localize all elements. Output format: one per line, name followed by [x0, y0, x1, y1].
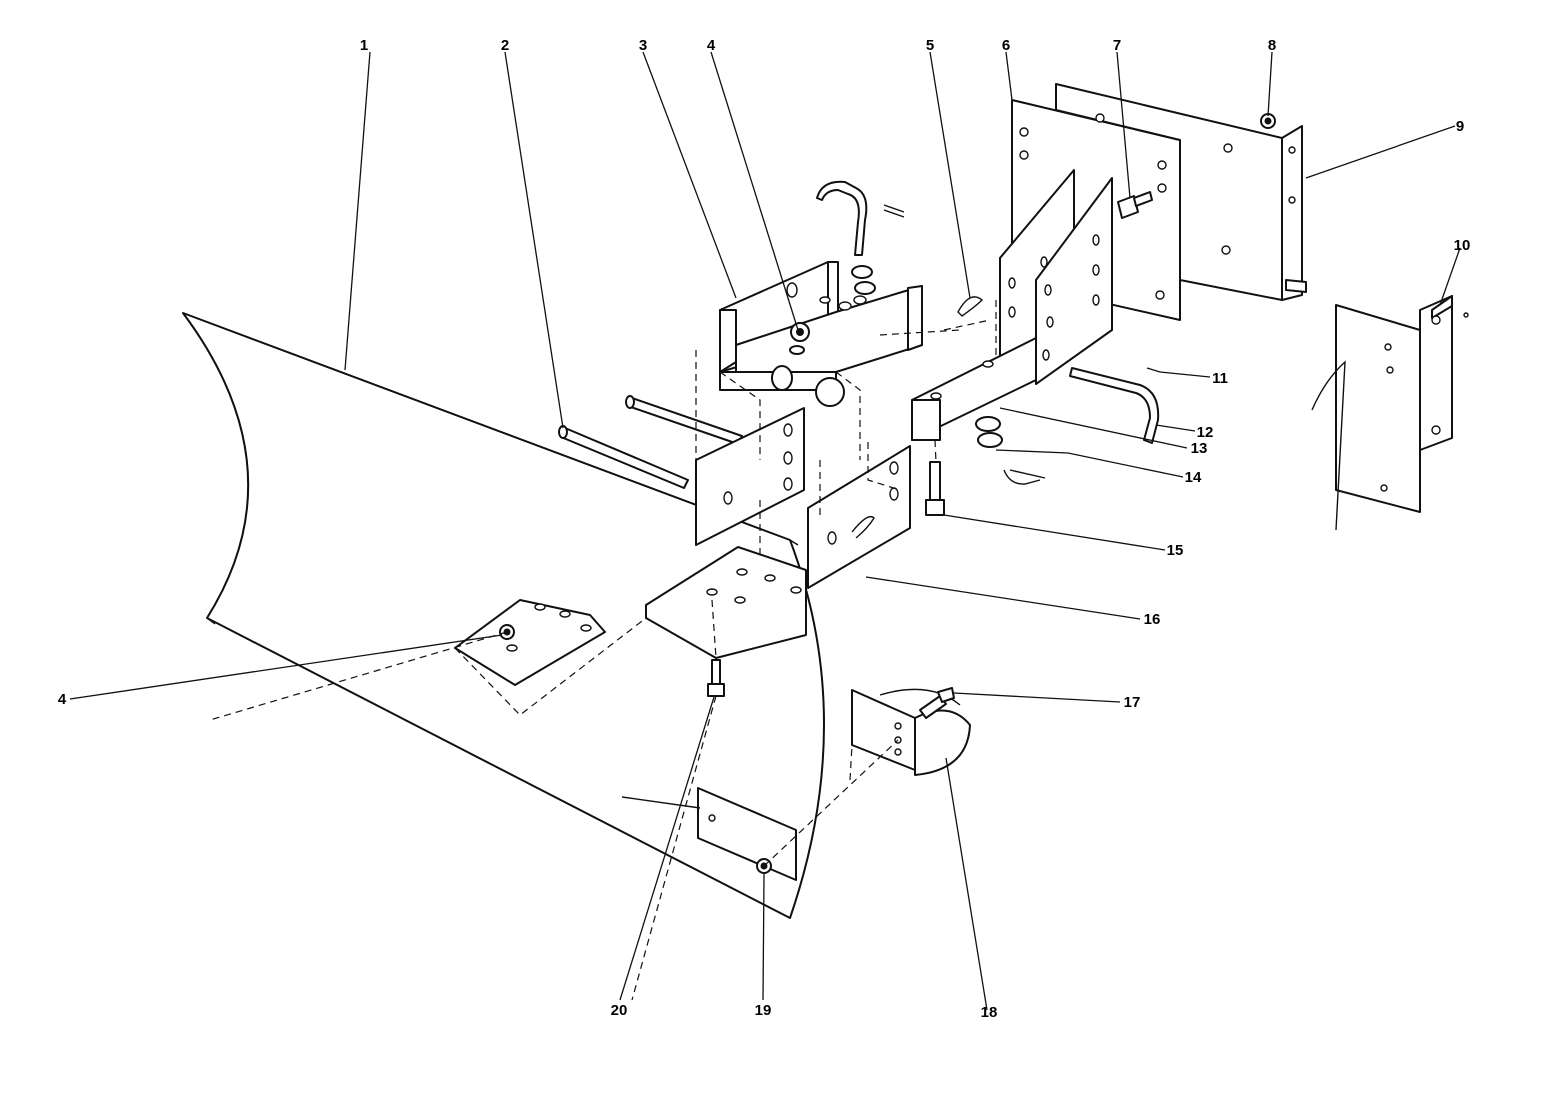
angle-bracket — [1055, 83, 1307, 301]
callout-10: 10 — [1454, 237, 1471, 254]
assembly-lines — [209, 300, 997, 1001]
callout-4a: 4 — [707, 37, 716, 54]
skid-shoe — [851, 688, 971, 776]
carrier-bracket — [719, 261, 923, 407]
callout-7: 7 — [1113, 37, 1121, 54]
cotter-pin — [957, 296, 984, 317]
callout-3: 3 — [639, 37, 647, 54]
callout-2: 2 — [501, 37, 509, 54]
callout-18: 18 — [981, 1004, 998, 1021]
callout-9: 9 — [1456, 118, 1464, 135]
l-pin — [1069, 367, 1161, 444]
callout-13: 13 — [1191, 440, 1208, 457]
callout-4b: 4 — [58, 691, 67, 708]
side-plate-right — [1311, 295, 1469, 531]
callout-16: 16 — [1144, 611, 1161, 628]
callout-17: 17 — [1124, 694, 1141, 711]
bolt — [1117, 191, 1153, 219]
leader-lines — [69, 51, 1461, 1011]
callouts: 1 2 3 4 5 6 7 8 9 10 11 12 13 14 15 16 4… — [58, 37, 1471, 1021]
l-pin — [816, 180, 905, 295]
hitch-frame — [911, 169, 1113, 441]
callout-6: 6 — [1002, 37, 1010, 54]
callout-19: 19 — [755, 1002, 772, 1019]
callout-12: 12 — [1197, 424, 1214, 441]
bolt — [919, 687, 955, 719]
callout-11: 11 — [1212, 370, 1228, 387]
nut — [789, 322, 810, 355]
callout-14: 14 — [1185, 469, 1202, 486]
callout-20: 20 — [611, 1002, 628, 1019]
bolt — [707, 659, 725, 697]
bolt — [925, 461, 945, 516]
callout-5: 5 — [926, 37, 934, 54]
washers — [975, 416, 1046, 485]
bolt — [1260, 113, 1276, 129]
callout-15: 15 — [1167, 542, 1184, 559]
callout-8: 8 — [1268, 37, 1276, 54]
callout-1: 1 — [360, 37, 368, 54]
